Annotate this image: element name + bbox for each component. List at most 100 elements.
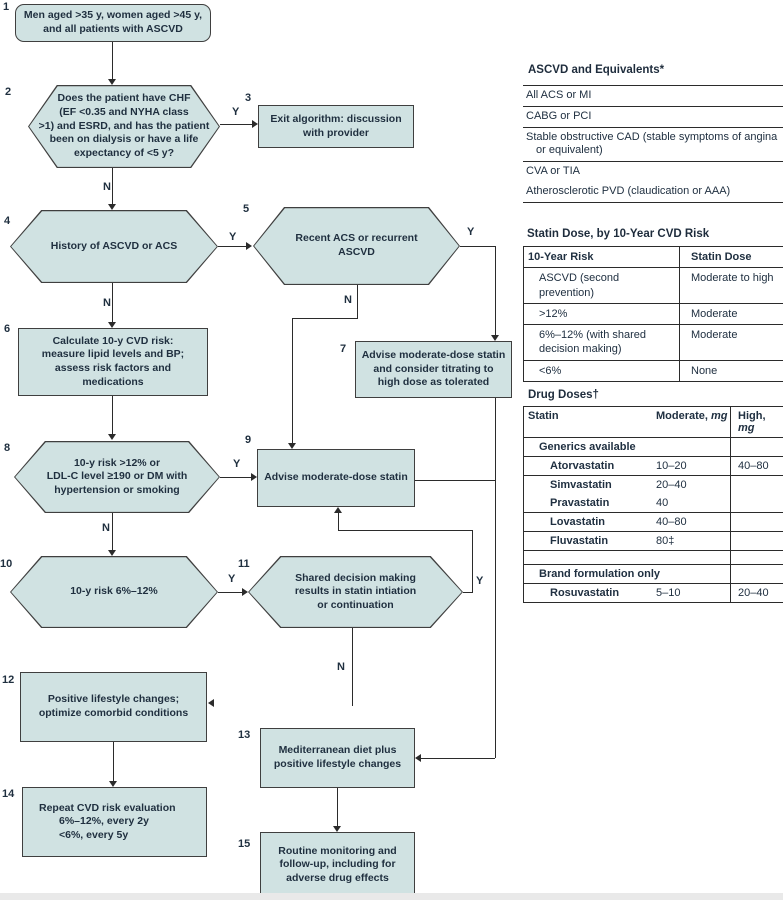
edge-label-2-3-yes: Y — [232, 106, 240, 118]
high-dose — [731, 476, 783, 494]
node-7-number: 7 — [340, 343, 347, 355]
node-11-number: 11 — [238, 558, 250, 570]
high-dose — [731, 532, 783, 550]
connector-5-7-line-h — [460, 246, 496, 247]
connector-4-5-arrowhead — [246, 242, 252, 250]
connector-right-vertical-line — [495, 398, 496, 758]
dose-cell: Moderate — [691, 307, 738, 320]
drug-doses-section-row: Generics available — [524, 438, 783, 457]
connector-8-9-line — [220, 477, 251, 478]
node-13-number: 13 — [238, 729, 251, 741]
drug-name: Pravastatin — [550, 497, 610, 509]
node-15-box: Routine monitoring and follow-up, includ… — [260, 832, 415, 898]
connector-5-9-line-h — [292, 318, 358, 319]
node-13-box: Mediterranean diet plus positive lifesty… — [260, 728, 415, 788]
connector-11-9-arrowhead — [334, 507, 342, 513]
edge-label-8-9-yes: Y — [233, 458, 241, 470]
connector-11-9-line-h1 — [463, 592, 473, 593]
connector-6-8-line — [112, 396, 113, 435]
edge-label-2-4-no: N — [103, 181, 111, 193]
drug-name: Atorvastatin — [550, 460, 615, 472]
node-5-box: Recent ACS or recurrent ASCVD — [253, 207, 460, 285]
connector-2-4-arrowhead — [108, 204, 116, 210]
node-3-number: 3 — [245, 92, 252, 104]
high-dose — [731, 494, 783, 512]
connector-11-9-line-v1 — [472, 530, 473, 592]
node-11-fill — [249, 557, 462, 627]
node-14-number: 14 — [2, 788, 15, 800]
statin-dose-table-row: 6%–12% (with shared decision making) Mod… — [524, 325, 783, 361]
generics-section-label: Generics available — [524, 438, 731, 456]
edge-label-11-9-yes: Y — [476, 575, 484, 587]
statin-dose-header-risk: 10-Year Risk — [524, 247, 680, 268]
connector-8-10-arrowhead — [108, 550, 116, 556]
risk-cell: 6%–12% (with shared decision making) — [524, 325, 680, 360]
node-15-number: 15 — [238, 838, 251, 850]
statin-dose-table-title: Statin Dose, by 10-Year CVD Risk — [527, 228, 710, 240]
node-8-box: 10-y risk >12% or LDL-C level ≥190 or DM… — [14, 441, 220, 513]
connector-10-11-arrowhead — [242, 588, 248, 596]
node-5-number: 5 — [243, 203, 250, 215]
dose-cell: Moderate to high — [691, 272, 774, 285]
header-moderate-text: Moderate, — [656, 410, 712, 422]
node-3-box: Exit algorithm: discussion with provider — [258, 105, 414, 148]
node-12-box: Positive lifestyle changes; optimize com… — [20, 672, 207, 742]
edge-label-4-6-no: N — [103, 297, 111, 309]
node-12-number: 12 — [2, 674, 15, 686]
node-14-line-2: 6%–12%, every 2y — [59, 815, 149, 828]
node-10-fill — [11, 557, 217, 627]
node-14-box: Repeat CVD risk evaluation 6%–12%, every… — [22, 787, 207, 857]
drug-doses-header-statin: Statin — [528, 410, 559, 422]
connector-to-13-line — [421, 758, 495, 759]
connector-13-15-arrowhead — [333, 826, 341, 832]
node-5-fill — [254, 208, 459, 284]
dose-cell: Moderate — [691, 329, 738, 342]
connector-5-9-line-v2 — [292, 318, 293, 444]
connector-8-9-arrowhead — [251, 473, 257, 481]
edge-label-5-7-yes: Y — [467, 226, 475, 238]
drug-doses-header-row: Statin Moderate, mg High, mg — [524, 407, 783, 438]
connector-to-13-arrowhead — [415, 754, 421, 762]
moderate-dose: 40 — [649, 494, 731, 512]
high-dose: 20–40 — [738, 587, 769, 599]
connector-8-10-line — [112, 513, 113, 551]
node-8-text: 10-y risk >12% or LDL-C level ≥190 or DM… — [46, 456, 188, 496]
node-14-line-1: Repeat CVD risk evaluation — [39, 801, 176, 814]
node-1-box: Men aged >35 y, women aged >45 y, and al… — [15, 4, 211, 42]
page-bottom-strip — [0, 893, 783, 900]
node-10-number: 10 — [0, 558, 13, 570]
drug-name: Rosuvastatin — [550, 587, 620, 599]
ascvd-table-row: Atherosclerotic PVD (claudication or AAA… — [523, 182, 783, 203]
edge-label-4-5-yes: Y — [229, 231, 237, 243]
ascvd-table-row: CVA or TIA — [526, 165, 581, 177]
drug-name: Lovastatin — [550, 516, 606, 528]
moderate-dose: 40–80 — [649, 513, 731, 531]
statin-dose-header-dose: Statin Dose — [691, 251, 752, 263]
statin-dose-table-row: >12% Moderate — [524, 303, 783, 326]
connector-1-2-arrowhead — [108, 79, 116, 85]
connector-11-9-line-v2 — [338, 513, 339, 530]
header-moderate-unit: mg — [711, 410, 728, 422]
connector-9-right-line — [415, 480, 495, 481]
node-4-box: History of ASCVD or ACS — [10, 210, 218, 283]
connector-11-9-line-h2 — [338, 530, 473, 531]
moderate-dose: 20–40 — [649, 476, 731, 494]
header-high-text: High, — [738, 410, 766, 422]
node-2-number: 2 — [5, 86, 12, 98]
dose-cell: None — [691, 364, 718, 377]
drug-doses-header-high: High, mg — [731, 407, 783, 437]
node-2-fill — [29, 86, 219, 167]
node-11-text: Shared decision making results in statin… — [294, 571, 417, 611]
risk-cell: >12% — [524, 303, 680, 325]
connector-6-8-arrowhead — [108, 434, 116, 440]
connector-into-12-arrowhead — [208, 699, 214, 707]
moderate-dose: 10–20 — [649, 457, 731, 475]
drug-row: Lovastatin 40–80 — [524, 513, 783, 532]
drug-doses-section-row: Brand formulation only — [524, 565, 783, 584]
connector-2-3-arrowhead — [252, 120, 258, 128]
node-8-fill — [15, 442, 219, 512]
statin-dose-table-header-row: 10-Year Risk Statin Dose — [524, 247, 783, 269]
drug-row: Fluvastatin 80‡ — [524, 532, 783, 551]
ascvd-table-row: All ACS or MI — [523, 86, 783, 107]
